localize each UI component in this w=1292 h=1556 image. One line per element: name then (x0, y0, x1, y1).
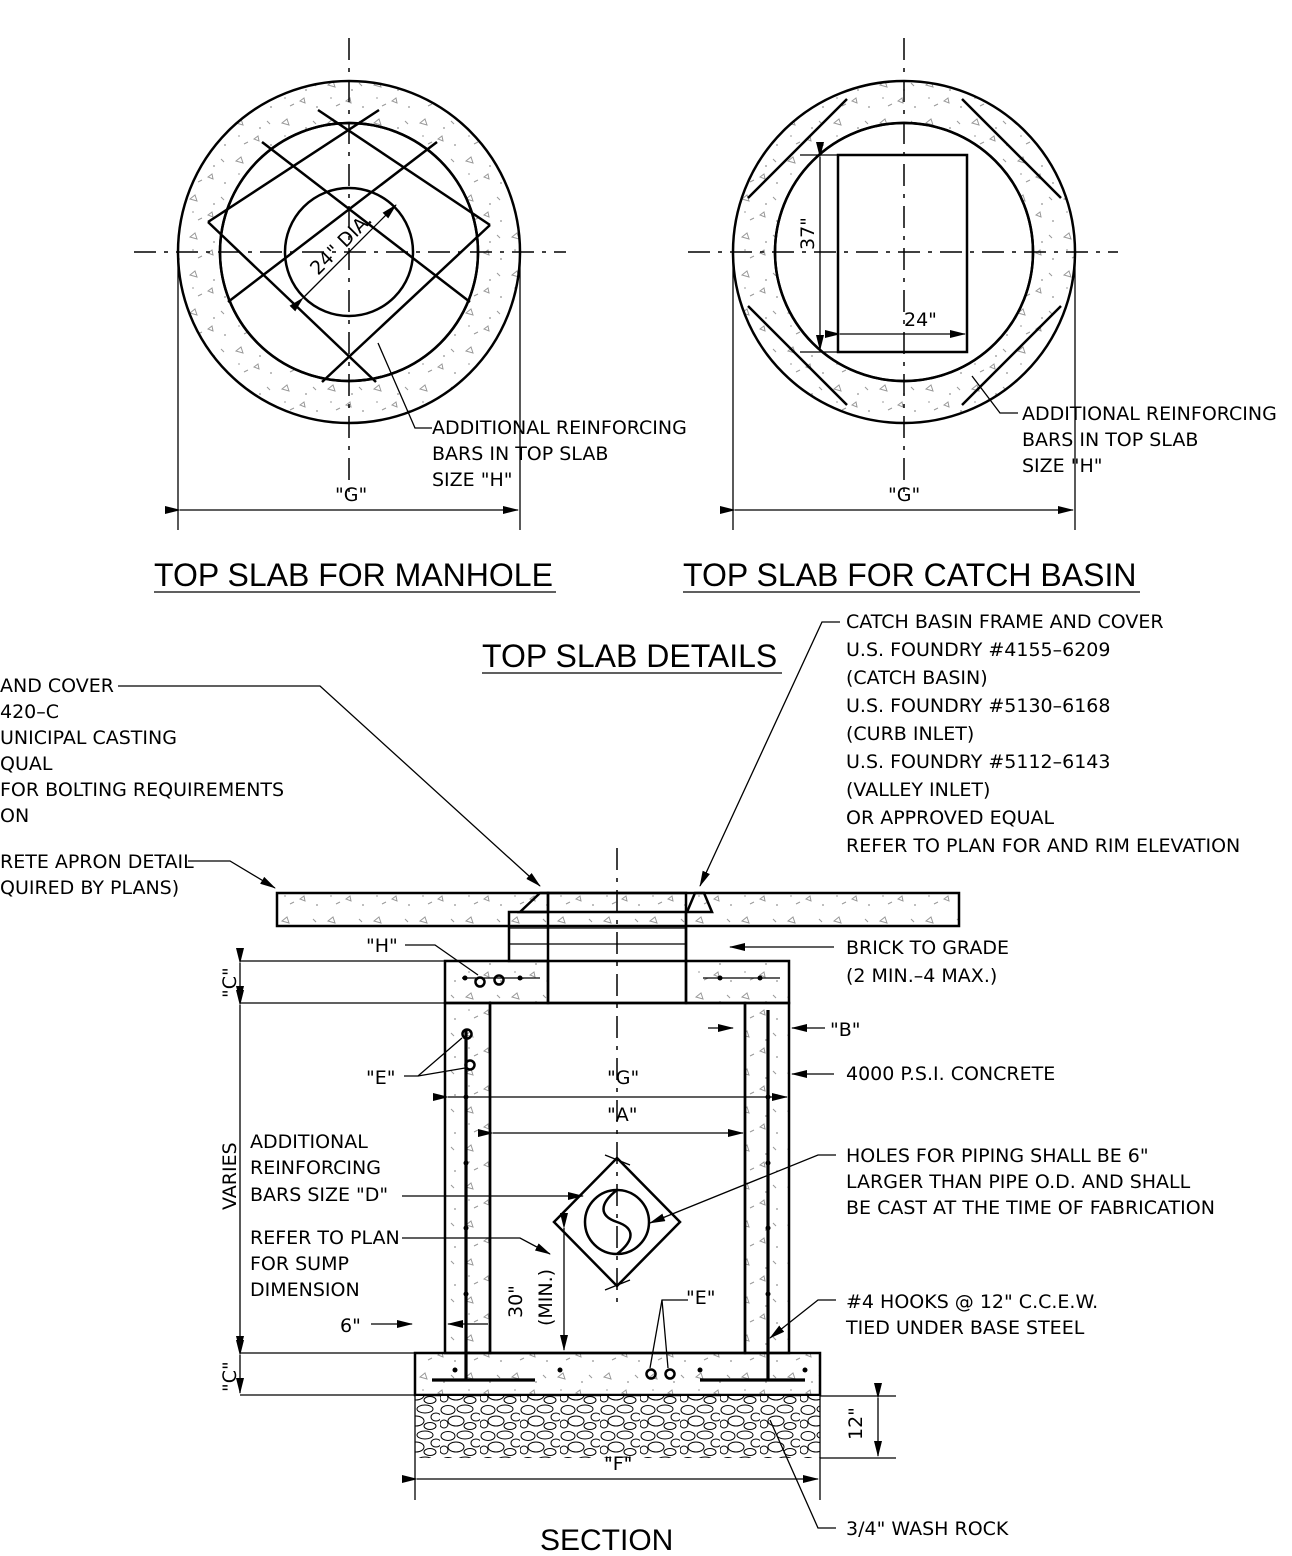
add-reinf-note-2: REINFORCING (250, 1157, 381, 1179)
title-catch-basin: TOP SLAB FOR CATCH BASIN (683, 557, 1136, 593)
section-a-label: "A" (607, 1104, 637, 1126)
manhole-g-label: "G" (335, 484, 367, 506)
section-min-label: (MIN.) (535, 1269, 557, 1326)
section-g-label: "G" (607, 1067, 639, 1089)
section-e-label-bottom: "E" (686, 1287, 715, 1309)
frame-note-2: 420–C (0, 701, 59, 723)
manhole-opening (283, 186, 415, 318)
cb-note-line2: BARS IN TOP SLAB (1022, 429, 1198, 451)
section-c-label-top: "C" (219, 967, 241, 998)
cb-opening (836, 153, 969, 354)
section-b-label: "B" (830, 1019, 861, 1041)
cb-frame-note-5: (CURB INLET) (846, 723, 974, 745)
holes-note-1: HOLES FOR PIPING SHALL BE 6" (846, 1145, 1149, 1167)
brick-note-1: BRICK TO GRADE (846, 937, 1009, 959)
pipe-hole (552, 1154, 682, 1291)
sump-note-2: FOR SUMP (250, 1253, 349, 1275)
cb-24-label: 24" (904, 309, 937, 331)
frame-note-4: QUAL (0, 753, 53, 775)
section-c-label-bottom: "C" (219, 1361, 241, 1392)
concrete-note: 4000 P.S.I. CONCRETE (846, 1063, 1055, 1085)
brick-note-2: (2 MIN.–4 MAX.) (846, 965, 997, 987)
cb-frame-note-7: (VALLEY INLET) (846, 779, 990, 801)
apron-note-1: RETE APRON DETAIL (0, 851, 194, 873)
add-reinf-note-1: ADDITIONAL (250, 1131, 368, 1153)
manhole-top-slab-plan: 24" DIA. ADDITIONAL REINFORCING BARS IN … (134, 38, 687, 530)
section-e-label-left: "E" (366, 1067, 395, 1089)
manhole-note-line1: ADDITIONAL REINFORCING (432, 417, 687, 439)
section-12-label: 12" (845, 1407, 867, 1440)
wash-rock-bed (415, 1396, 820, 1458)
add-reinf-note-3: BARS SIZE "D" (250, 1184, 388, 1206)
catch-basin-top-slab-plan: 37" 24" ADDITIONAL REINFORCING BARS IN T… (688, 38, 1277, 530)
hooks-note-2: TIED UNDER BASE STEEL (845, 1317, 1085, 1339)
cb-note-line1: ADDITIONAL REINFORCING (1022, 403, 1277, 425)
cb-frame-note-8: OR APPROVED EQUAL (846, 807, 1054, 829)
hooks-note-1: #4 HOOKS @ 12" C.C.E.W. (846, 1291, 1098, 1313)
manhole-dia-label: 24" DIA. (306, 209, 377, 280)
cb-frame-note-6: U.S. FOUNDRY #5112–6143 (846, 751, 1110, 773)
frame-note-6: ON (0, 805, 29, 827)
section-view: "G" "A" VARIES "C" "C" 30" (MIN.) "F" 12… (0, 611, 1240, 1540)
wash-rock-note: 3/4" WASH ROCK (846, 1518, 1009, 1540)
frame-note-3: UNICIPAL CASTING (0, 727, 177, 749)
apron-note-2: QUIRED BY PLANS) (0, 877, 179, 899)
cb-frame-note-4: U.S. FOUNDRY #5130–6168 (846, 695, 1110, 717)
cb-g-label: "G" (888, 484, 920, 506)
cb-frame-note-9: REFER TO PLAN FOR AND RIM ELEVATION (846, 835, 1240, 857)
cb-37-label: 37" (797, 217, 819, 250)
sump-note-3: DIMENSION (250, 1279, 360, 1301)
cb-reinforcing-bars (747, 98, 1062, 406)
cb-note-line3: SIZE "H" (1022, 455, 1103, 477)
cb-frame-note-1: CATCH BASIN FRAME AND COVER (846, 611, 1164, 633)
frame-note-1: AND COVER (0, 675, 114, 697)
section-f-label: "F" (604, 1453, 632, 1475)
frame-note-5: FOR BOLTING REQUIREMENTS (0, 779, 284, 801)
section-6-label: 6" (340, 1315, 361, 1337)
concrete-apron (275, 891, 961, 928)
section-30-label: 30" (505, 1285, 527, 1318)
manhole-note-line3: SIZE "H" (432, 469, 513, 491)
cb-frame-note-2: U.S. FOUNDRY #4155–6209 (846, 639, 1110, 661)
title-manhole: TOP SLAB FOR MANHOLE (154, 557, 553, 593)
sump-note-1: REFER TO PLAN (250, 1227, 400, 1249)
cb-frame-note-3: (CATCH BASIN) (846, 667, 988, 689)
section-h-label: "H" (366, 935, 398, 957)
title-section: SECTION (540, 1524, 673, 1556)
rebar (432, 974, 808, 1382)
holes-note-3: BE CAST AT THE TIME OF FABRICATION (846, 1197, 1215, 1219)
section-varies-label: VARIES (219, 1142, 241, 1210)
section-base-slab (413, 1351, 822, 1397)
holes-note-2: LARGER THAN PIPE O.D. AND SHALL (846, 1171, 1191, 1193)
title-top-slab-details: TOP SLAB DETAILS (482, 638, 777, 674)
